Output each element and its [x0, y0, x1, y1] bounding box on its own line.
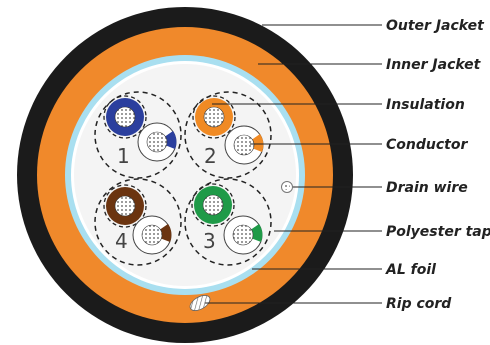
twisted-pair-2: 2: [184, 91, 272, 179]
pair-number-2: 2: [204, 144, 217, 168]
label-inner-jacket: Inner Jacket: [386, 57, 482, 73]
pair-number-4: 4: [115, 229, 128, 253]
label-rip-cord: Rip cord: [386, 296, 452, 312]
pair-number-1: 1: [117, 144, 130, 168]
label-drain-wire: Drain wire: [386, 180, 468, 196]
twisted-pair-4: 4: [94, 178, 182, 266]
rip-cord: [189, 295, 211, 311]
label-al-foil: AL foil: [385, 262, 436, 278]
drain-wire: [281, 181, 293, 193]
pair-number-3: 3: [203, 229, 216, 253]
label-outer-jacket: Outer Jacket: [386, 18, 485, 34]
twisted-pair-1: 1: [94, 91, 182, 179]
label-conductor: Conductor: [386, 137, 468, 153]
label-insulation: Insulation: [386, 97, 465, 113]
label-polyester-tape: Polyester tape: [386, 224, 490, 240]
twisted-pair-3: 3: [184, 178, 272, 266]
leader-lines: [205, 24, 382, 304]
